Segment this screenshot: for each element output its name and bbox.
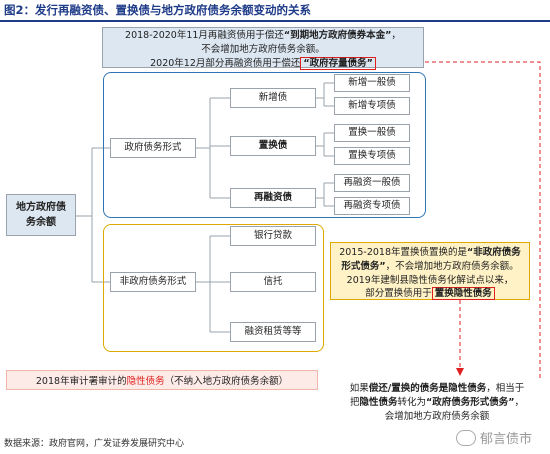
refinance-special-debt-node: 再融资专项债 [334,197,410,215]
new-debt-node: 新增债 [230,88,316,108]
refinance-note-text: 2018-2020年11月再融资债用于偿还 [125,30,284,41]
new-general-debt-node: 新增一般债 [334,74,410,92]
root-label-line1: 地方政府债 [16,202,66,213]
trust-node: 信托 [230,272,316,292]
bank-loan-node: 银行贷款 [230,226,316,246]
local-gov-debt-balance-node: 地方政府债务余额 [6,194,76,236]
refinance-note-punct: ， [391,30,401,41]
refinance-debt-node: 再融资债 [230,188,316,208]
conversion-note-mid: 转化为 [397,396,427,408]
audit-note-suffix: （不纳入地方政府债务余额） [164,376,289,387]
conversion-note-highlight: 偿还/置换的债务是隐性债务 [368,383,487,394]
new-special-debt-node: 新增专项债 [334,97,410,115]
swap-note-line1: 2015-2018年置换债置换的是 [339,247,468,258]
swap-general-debt-node: 置换一般债 [334,124,410,142]
swap-note-highlight1: “非政府债务 [467,247,521,258]
non-gov-debt-group [103,224,324,352]
conversion-note-line1: ，相当于 [486,383,525,394]
swap-note-line2: ，不会增加地方政府债务余额。 [385,260,519,272]
conversion-note-prefix: 如果 [349,383,369,394]
figure-title: 图2：发行再融资债、置换债与地方政府债务余额变动的关系 [4,3,311,17]
refinance-note-line2: 不会增加地方政府债务余额。 [201,43,325,55]
watermark: 郁言债市 [456,428,532,447]
swap-note-line4: 部分置换债用于 [365,288,432,300]
title-divider [0,20,550,22]
refinance-general-debt-node: 再融资一般债 [334,174,410,192]
hidden-debt-swap-highlight: 置换隐性债务 [431,287,495,301]
non-gov-debt-form-node: 非政府债务形式 [110,272,196,292]
swap-debt-note: 2015-2018年置换债置换的是“非政府债务 形式债务”，不会增加地方政府债务… [330,242,530,301]
gov-debt-form-node: 政府债务形式 [110,138,196,158]
conversion-note-bold2: “政府债务形式债务” [426,396,515,408]
swap-special-debt-node: 置换专项债 [334,147,410,165]
refinance-note-line3: 2020年12月部分再融资债用于偿还 [150,57,301,69]
hidden-debt-conversion-note: 如果偿还/置换的债务是隐性债务，相当于 把隐性债务转化为“政府债务形式债务”， … [330,380,544,424]
data-source: 数据来源：政府官网，广发证券发展研究中心 [4,439,185,449]
refinance-note-highlight: “到期地方政府债券本金” [283,30,392,41]
audit-hidden-debt-note: 2018年审计署审计的隐性债务（不纳入地方政府债务余额） [6,370,318,390]
refinance-note: 2018-2020年11月再融资债用于偿还“到期地方政府债券本金”， 不会增加地… [102,27,424,70]
conversion-note-line2-pre: 把 [349,396,360,408]
conversion-note-line3: 会增加地方政府债务余额 [384,410,490,422]
conversion-note-bold1: 隐性债务 [359,396,398,408]
gov-debt-group [103,72,426,218]
conversion-note-punct: ， [514,396,525,408]
audit-note-text: 2018年审计署审计的 [35,376,127,387]
existing-debt-highlight: “政府存量债务” [300,56,376,70]
swap-note-highlight2: 形式债务” [341,260,386,272]
hidden-debt-label: 隐性债务 [126,376,165,387]
watermark-text: 郁言债市 [480,432,533,447]
financial-leasing-node: 融资租赁等等 [230,322,316,342]
root-label-line2: 务余额 [26,217,56,228]
swap-debt-node: 置换债 [230,136,316,156]
wechat-icon [456,429,476,446]
swap-note-line3: 2019年建制县隐性债务化解试点以来， [346,274,514,286]
